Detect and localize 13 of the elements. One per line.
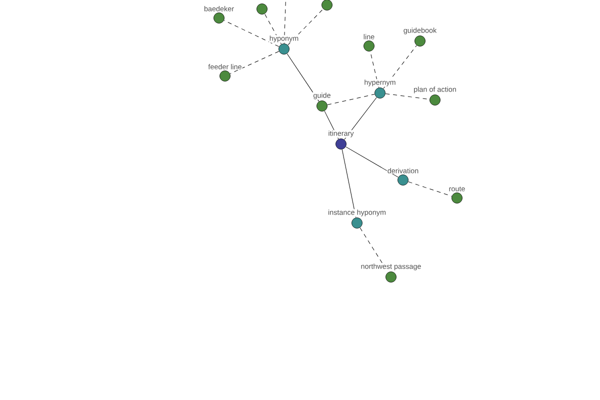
connector-line xyxy=(264,14,282,44)
connector-line xyxy=(288,8,324,46)
connector-line xyxy=(408,182,452,196)
connector-line xyxy=(284,0,286,44)
graph-node xyxy=(322,0,332,10)
connector-line xyxy=(224,20,280,47)
connector-line xyxy=(342,149,356,218)
connector-line xyxy=(230,51,280,74)
connector-line xyxy=(327,94,375,106)
graph-node xyxy=(256,4,268,14)
connector-line xyxy=(346,146,398,178)
connector-line xyxy=(383,45,417,89)
connector-line xyxy=(286,53,320,102)
